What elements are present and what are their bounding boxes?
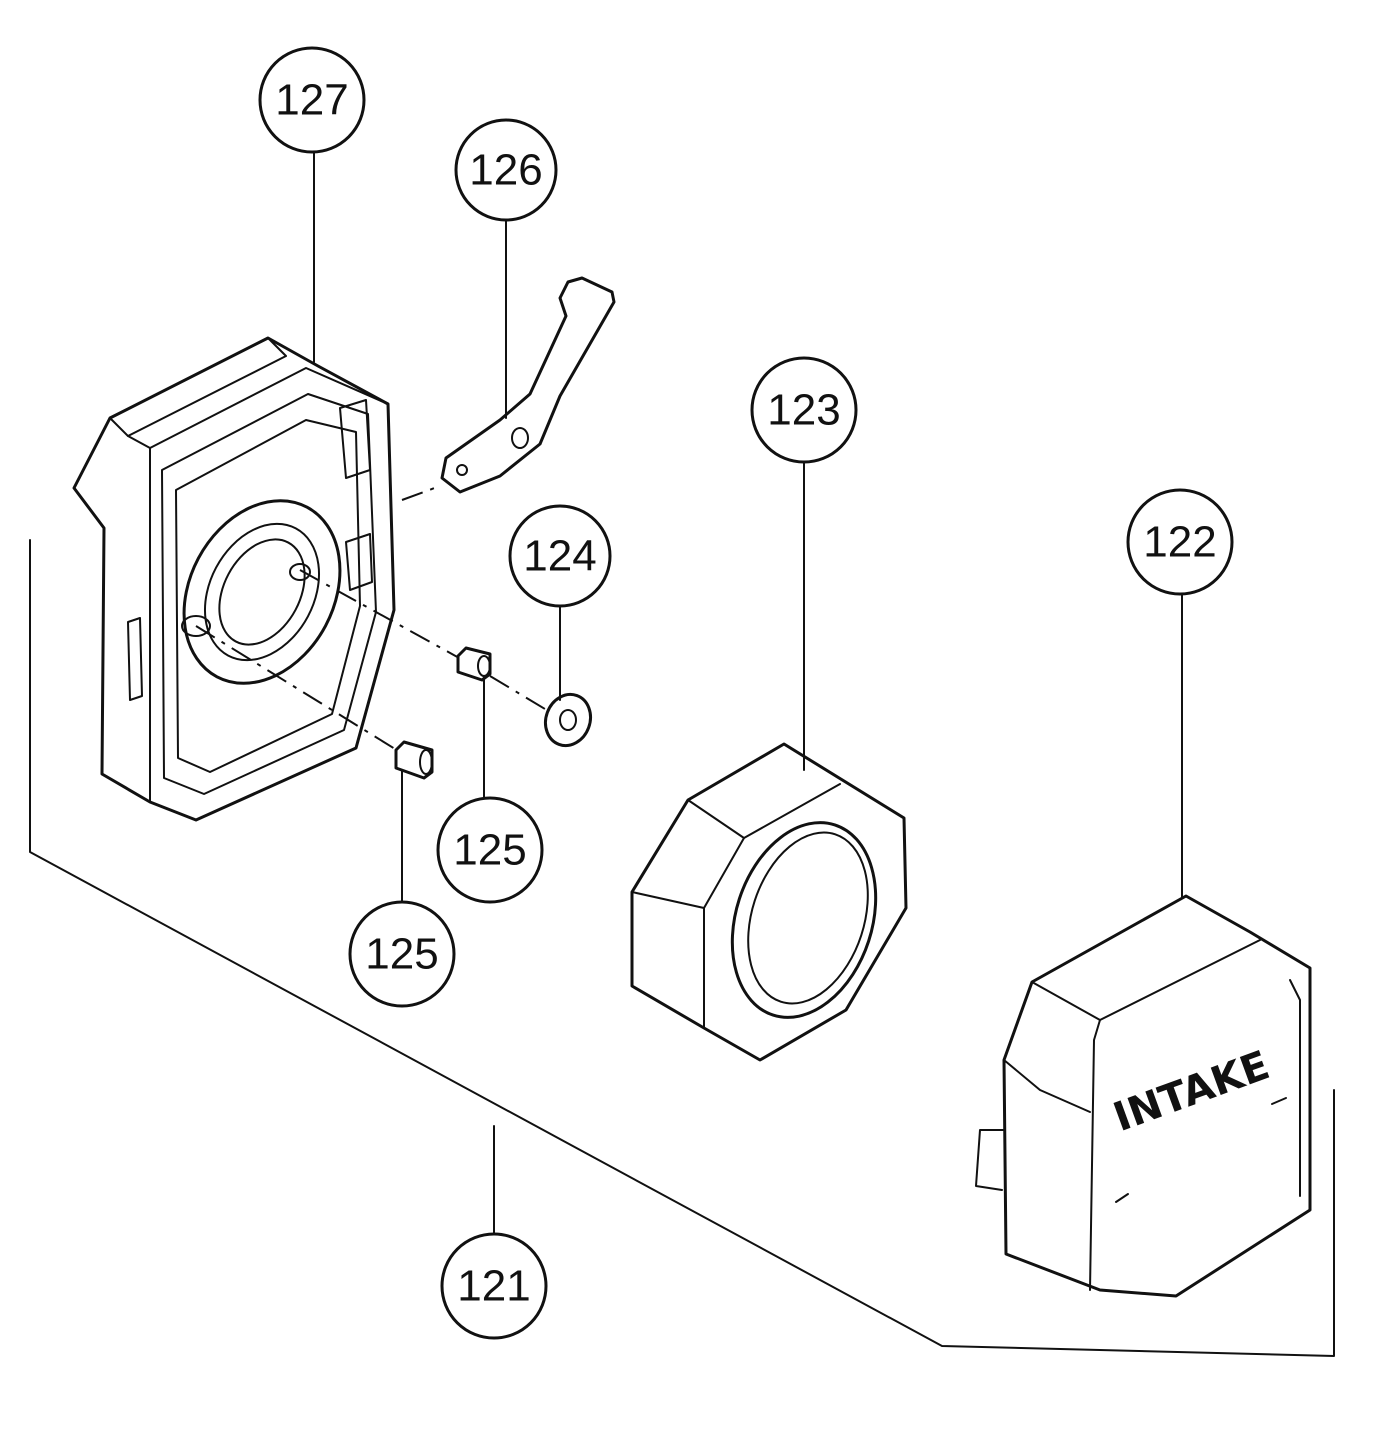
bushing-part-lower [394, 740, 434, 780]
callout-125-lower: 125 [348, 900, 456, 1008]
callout-127: 127 [258, 46, 366, 154]
callout-123-label: 123 [767, 386, 840, 435]
intake-cover-part: INTAKE [975, 894, 1312, 1298]
callout-123: 123 [750, 356, 858, 464]
callout-127-label: 127 [275, 76, 348, 125]
assembly-bracket [29, 539, 1335, 1357]
callout-124: 124 [508, 504, 612, 608]
bushing-part-upper [456, 646, 492, 682]
filter-element-part [630, 742, 908, 1062]
callout-122-label: 122 [1143, 518, 1216, 567]
callout-124-label: 124 [523, 532, 596, 581]
base-plate-part [72, 336, 396, 822]
callout-125-upper-label: 125 [453, 826, 526, 875]
callout-122: 122 [1126, 488, 1234, 596]
callout-121: 121 [440, 1232, 548, 1340]
callout-121-label: 121 [457, 1262, 530, 1311]
callout-126: 126 [454, 118, 558, 222]
callout-126-label: 126 [469, 146, 542, 195]
lever-part [401, 276, 616, 501]
callout-125-upper: 125 [436, 796, 544, 904]
washer-part [543, 692, 593, 748]
callout-125-lower-label: 125 [365, 930, 438, 979]
